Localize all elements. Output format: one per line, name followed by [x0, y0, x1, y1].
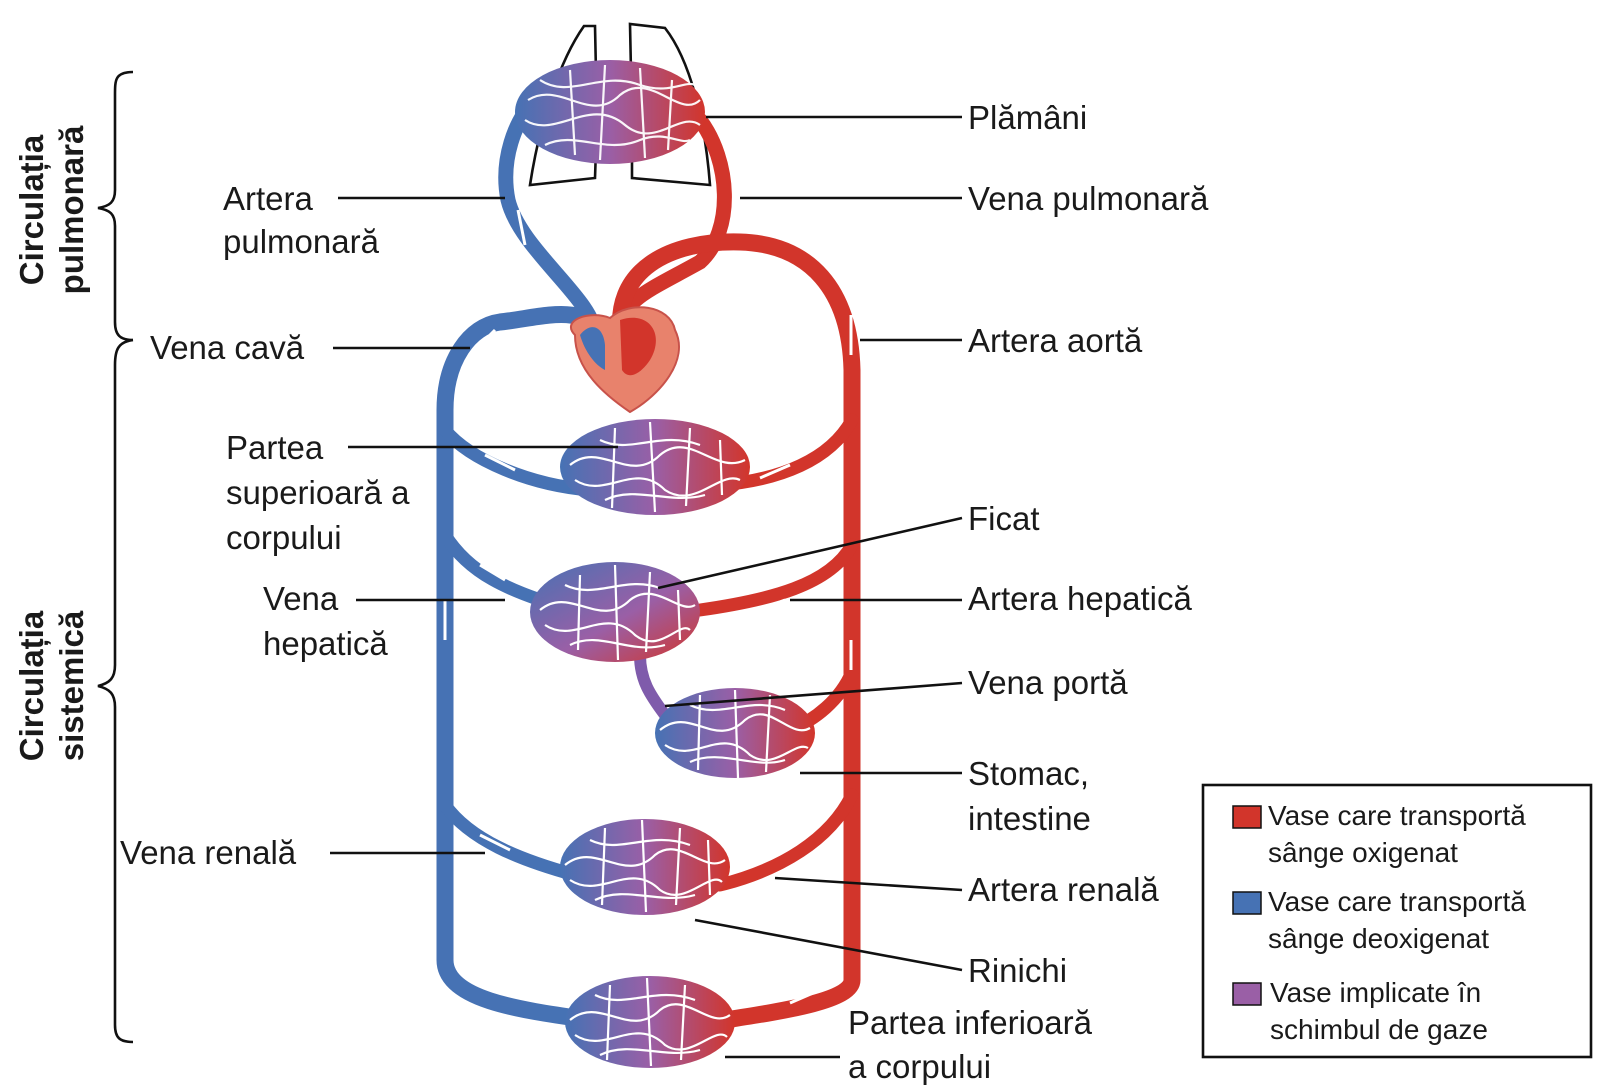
flow-arrows	[443, 170, 853, 1005]
label-artera-pulmonara: Artera pulmonară	[223, 180, 380, 260]
side-label-systemic-line1: Circulația	[13, 610, 51, 761]
svg-text:Vase care transportă: Vase care transportă	[1268, 886, 1526, 917]
svg-text:Vase care transportă: Vase care transportă	[1268, 800, 1526, 831]
label-vena-hepatica: Vena hepatică	[263, 580, 388, 662]
label-artera-renala: Artera renală	[968, 871, 1159, 908]
blood-vessels	[436, 92, 861, 1029]
label-partea-superioara: Partea superioară a corpului	[226, 429, 410, 556]
svg-text:Vena cavă: Vena cavă	[150, 329, 305, 366]
label-vena-renala: Vena renală	[120, 834, 297, 871]
label-artera-hepatica: Artera hepatică	[968, 580, 1192, 617]
svg-text:Vena portă: Vena portă	[968, 664, 1128, 701]
legend-swatch-blue	[1232, 891, 1262, 915]
label-vena-pulmonara: Vena pulmonară	[968, 180, 1209, 217]
capillary-bed-kidneys	[560, 819, 730, 915]
label-stomac-intestine: Stomac, intestine	[968, 755, 1091, 837]
legend-item-deoxygenated: Vase care transportă sânge deoxigenat	[1232, 886, 1526, 954]
svg-text:intestine: intestine	[968, 800, 1091, 837]
legend-item-exchange: Vase implicate în schimbul de gaze	[1232, 977, 1488, 1045]
svg-text:Ficat: Ficat	[968, 500, 1040, 537]
capillary-bed-stomach	[655, 688, 815, 779]
svg-text:Stomac,: Stomac,	[968, 755, 1089, 792]
svg-text:hepatică: hepatică	[263, 625, 388, 662]
brace-systemic	[97, 338, 134, 1044]
brace-pulmonary	[97, 70, 134, 342]
svg-text:Artera: Artera	[223, 180, 314, 217]
svg-text:Rinichi: Rinichi	[968, 952, 1067, 989]
svg-text:Partea: Partea	[226, 429, 324, 466]
label-plamani: Plămâni	[968, 99, 1087, 136]
capillary-bed-lungs	[515, 60, 705, 164]
svg-text:a corpului: a corpului	[848, 1048, 991, 1085]
legend-box	[1201, 783, 1593, 1059]
svg-text:Plămâni: Plămâni	[968, 99, 1087, 136]
label-rinichi: Rinichi	[968, 952, 1067, 989]
legend-swatch-purple	[1232, 982, 1262, 1006]
side-label-pulmonary-line2: pulmonară	[53, 125, 90, 294]
legend: Vase care transportă sânge oxigenat Vase…	[1201, 783, 1593, 1059]
leader-lines	[330, 115, 963, 1059]
svg-text:Partea inferioară: Partea inferioară	[848, 1004, 1093, 1041]
svg-text:sânge deoxigenat: sânge deoxigenat	[1268, 923, 1489, 954]
svg-text:sânge oxigenat: sânge oxigenat	[1268, 837, 1458, 868]
svg-text:corpului: corpului	[226, 519, 342, 556]
svg-text:Artera hepatică: Artera hepatică	[968, 580, 1192, 617]
svg-text:pulmonară: pulmonară	[223, 223, 380, 260]
label-vena-porta: Vena portă	[968, 664, 1128, 701]
svg-text:schimbul de gaze: schimbul de gaze	[1270, 1014, 1488, 1045]
svg-text:Vase implicate în: Vase implicate în	[1270, 977, 1481, 1008]
legend-item-oxygenated: Vase care transportă sânge oxigenat	[1232, 800, 1526, 868]
label-vena-cava: Vena cavă	[150, 329, 305, 366]
label-ficat: Ficat	[968, 500, 1040, 537]
svg-text:Artera renală: Artera renală	[968, 871, 1159, 908]
legend-swatch-red	[1232, 805, 1262, 829]
svg-text:Vena pulmonară: Vena pulmonară	[968, 180, 1209, 217]
svg-text:Artera aortă: Artera aortă	[968, 322, 1143, 359]
capillary-bed-liver	[530, 562, 700, 662]
heart	[570, 306, 680, 414]
svg-text:Vena renală: Vena renală	[120, 834, 297, 871]
capillary-bed-lower-body	[565, 976, 735, 1068]
side-label-systemic: Circulația sistemică	[13, 610, 90, 761]
side-label-systemic-line2: sistemică	[53, 610, 90, 761]
capillary-bed-upper-body	[560, 419, 750, 515]
side-label-pulmonary: Circulația pulmonară	[13, 125, 90, 294]
side-label-pulmonary-line1: Circulația	[13, 134, 51, 285]
svg-text:Vena: Vena	[263, 580, 339, 617]
label-artera-aorta: Artera aortă	[968, 322, 1143, 359]
svg-text:superioară a: superioară a	[226, 474, 410, 511]
label-partea-inferioara: Partea inferioară a corpului	[848, 1004, 1093, 1085]
